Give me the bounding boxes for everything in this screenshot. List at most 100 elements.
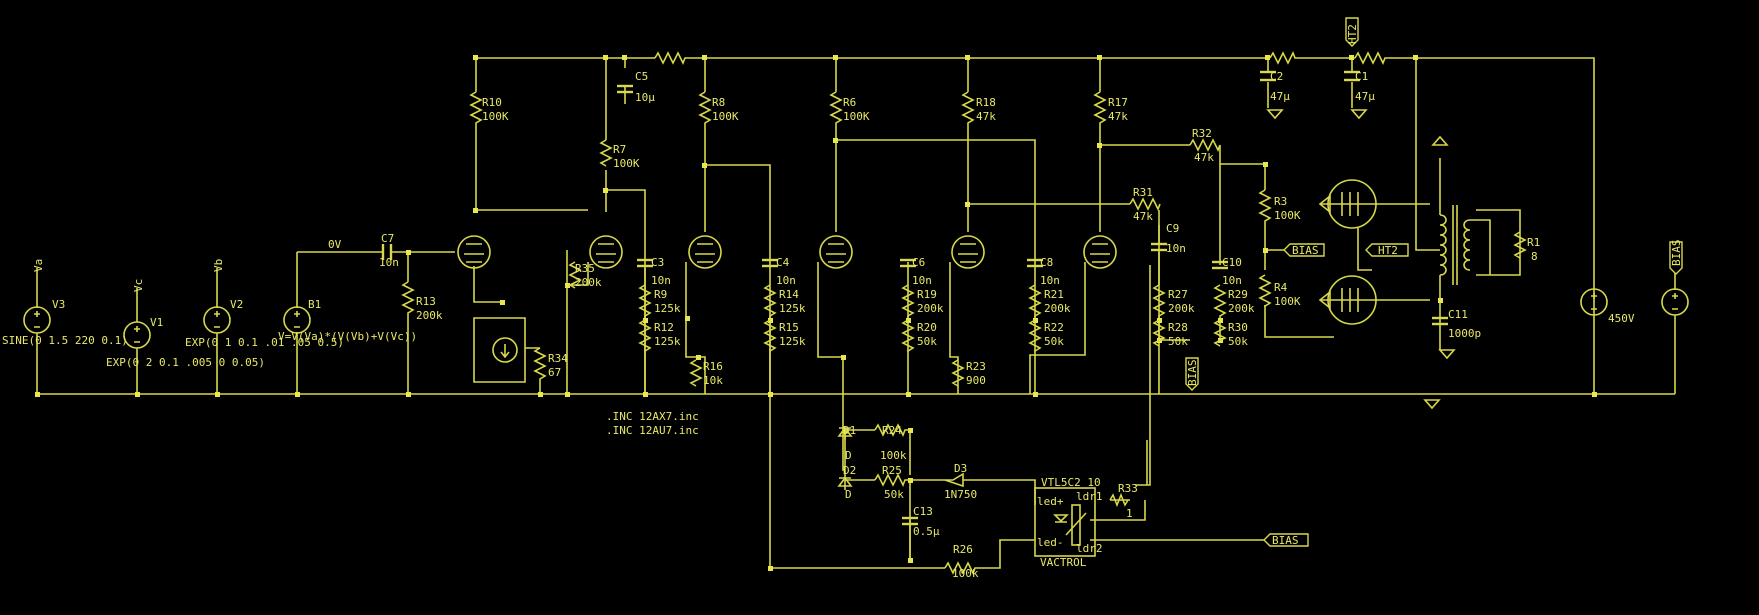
- part-value: 200k: [1168, 302, 1195, 315]
- resistor-r23: [951, 359, 965, 387]
- part-value: 100K: [613, 157, 640, 170]
- part-value: 10n: [651, 274, 671, 287]
- part-value: 900: [966, 374, 986, 387]
- part-value: 50k: [1228, 335, 1248, 348]
- source-ref-v1: V1: [150, 316, 163, 329]
- resistor-r15: [763, 319, 777, 353]
- part-ref: R26: [953, 543, 973, 556]
- capacitor-c3: [637, 258, 653, 268]
- part-value: 125k: [779, 335, 806, 348]
- ground-symbol: [1423, 399, 1441, 410]
- part-ref: R13: [416, 295, 436, 308]
- net-flags: [36, 17, 1683, 547]
- resistor-r7: [599, 139, 613, 167]
- part-value: 10µ: [635, 91, 655, 104]
- resistor-r22: [1028, 319, 1042, 353]
- vactrol-pin-led-plus: led+: [1037, 495, 1064, 508]
- part-ref: C5: [635, 70, 648, 83]
- source-bias: [1661, 288, 1689, 316]
- ground-symbol: [1431, 135, 1449, 146]
- part-value: 10n: [379, 256, 399, 269]
- resistor-r31: [1129, 197, 1161, 211]
- part-ref: R31: [1133, 186, 1153, 199]
- part-ref: R20: [917, 321, 937, 334]
- tube-v1: [457, 235, 491, 269]
- resistor-r8: [698, 91, 712, 125]
- part-value: 67: [548, 366, 561, 379]
- part-ref: R9: [654, 288, 667, 301]
- part-value: 100k: [952, 567, 979, 580]
- part-value: 10n: [1222, 274, 1242, 287]
- capacitor-c13: [902, 516, 918, 526]
- flag-bias-mid: [1185, 357, 1199, 391]
- part-value: 10n: [1040, 274, 1060, 287]
- part-value: 200k: [416, 309, 443, 322]
- flag-ht2-top: [1345, 17, 1359, 47]
- part-value: 100K: [1274, 295, 1301, 308]
- part-value: 0.5µ: [913, 525, 940, 538]
- resistor-r27: [1152, 284, 1166, 318]
- part-ref: R7: [613, 143, 626, 156]
- node-label-vc: Vc: [132, 279, 145, 292]
- part-value: 200k: [917, 302, 944, 315]
- resistor-r26: [944, 561, 980, 575]
- part-ref: R3: [1274, 195, 1287, 208]
- part-value: D: [845, 449, 852, 462]
- ground-symbol: [1438, 349, 1456, 360]
- node-label-vb: Vb: [212, 259, 225, 272]
- part-ref: C3: [651, 256, 664, 269]
- part-ref: R25: [882, 464, 902, 477]
- part-ref: R8: [712, 96, 725, 109]
- source-value-v3: SINE(0 1.5 220 0.1): [2, 334, 128, 347]
- part-ref: C1: [1355, 70, 1368, 83]
- resistor-r4: [1258, 274, 1272, 308]
- part-value: 100K: [712, 110, 739, 123]
- tube-power-top: [1318, 179, 1377, 229]
- part-ref: R27: [1168, 288, 1188, 301]
- part-ref: R18: [976, 96, 996, 109]
- resistor-r30: [1213, 319, 1227, 347]
- part-ref: R12: [654, 321, 674, 334]
- flag-label-bias-right: BIAS: [1670, 240, 1683, 267]
- part-value: 10k: [703, 374, 723, 387]
- tube-power-bottom: [1318, 275, 1377, 325]
- resistor-top-b: [1269, 51, 1300, 65]
- part-ref: C6: [912, 256, 925, 269]
- source-b1: [283, 306, 311, 334]
- tube-v4: [819, 235, 853, 269]
- part-value: 47k: [1194, 151, 1214, 164]
- include-12au7: .INC 12AU7.inc: [606, 424, 699, 437]
- resistor-top-c: [1354, 51, 1400, 65]
- part-value: 10n: [1166, 242, 1186, 255]
- part-ref: R30: [1228, 321, 1248, 334]
- part-ref: R34: [548, 352, 568, 365]
- part-value: D: [845, 488, 852, 501]
- source-value-v2: EXP(0 1 0.1 .01 .05 0.5): [185, 336, 344, 349]
- part-ref: C11: [1448, 308, 1468, 321]
- vactrol-name: VTL5C2_10: [1041, 476, 1101, 489]
- wires: [36, 57, 1676, 569]
- resistor-r20: [901, 319, 915, 353]
- flag-label-bias-bottom: BIAS: [1272, 534, 1299, 547]
- diode-d1: [837, 426, 853, 440]
- current-source: [492, 337, 518, 363]
- text-labels: Va Vc Vb 0V HT2 BIAS BIAS BIAS BIAS HT2 …: [2, 24, 1683, 580]
- part-value: 100K: [482, 110, 509, 123]
- vactrol-pin-ldr1: ldr1: [1076, 490, 1103, 503]
- part-value: 200k: [1044, 302, 1071, 315]
- part-ref: D1: [843, 424, 856, 437]
- part-value: 100k: [880, 449, 907, 462]
- output-transformer: [1439, 205, 1471, 285]
- part-value: 47k: [1133, 210, 1153, 223]
- tube-v5: [951, 235, 985, 269]
- node-label-0v: 0V: [328, 238, 342, 251]
- part-value: 125k: [654, 302, 681, 315]
- part-value: 100K: [1274, 209, 1301, 222]
- capacitors: [381, 70, 1448, 526]
- source-v2: [203, 306, 231, 334]
- capacitor-c1: [1344, 70, 1360, 82]
- part-ref: C7: [381, 232, 394, 245]
- resistor-r32: [1189, 138, 1221, 152]
- part-value: 47µ: [1270, 90, 1290, 103]
